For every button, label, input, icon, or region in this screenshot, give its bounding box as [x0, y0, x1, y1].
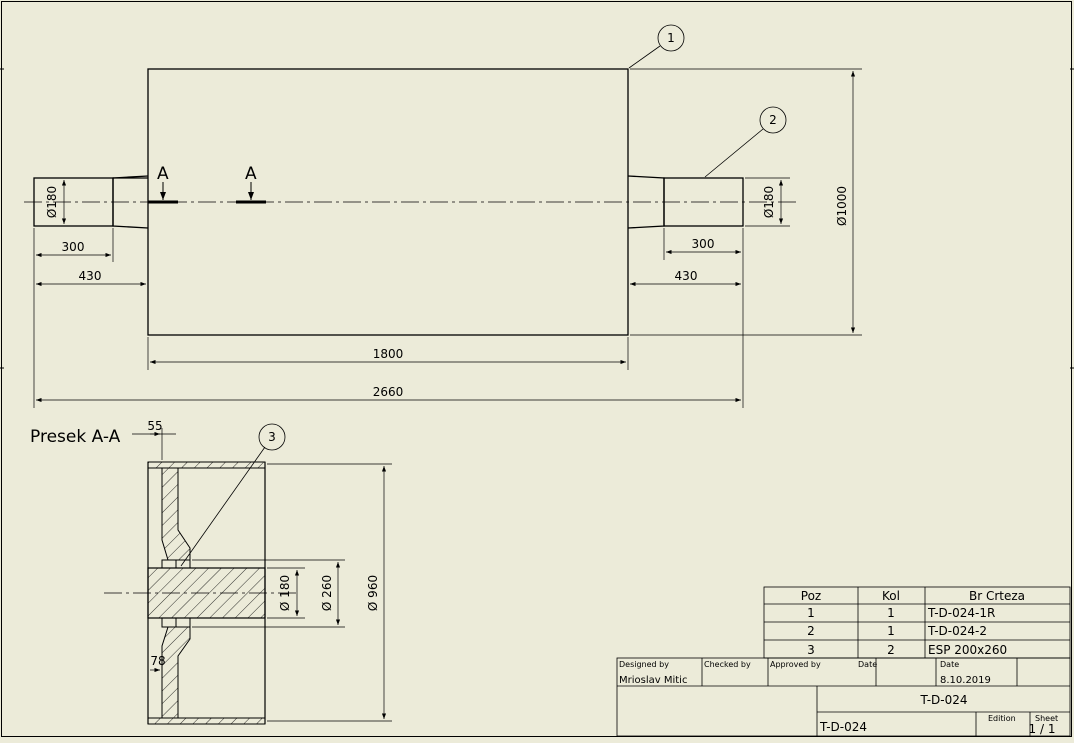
dim-right-diameter: Ø180 — [762, 186, 776, 218]
dim-right-300: 300 — [692, 237, 715, 251]
section-view — [104, 461, 300, 725]
section-mark-left: A — [157, 164, 169, 184]
date-label-1: Date — [858, 660, 877, 669]
parts-header-kol: Kol — [882, 589, 900, 603]
dim-left-300: 300 — [62, 240, 85, 254]
parts-row-2-drawing: T-D-024-2 — [927, 624, 987, 638]
edition-label: Edition — [988, 714, 1016, 723]
balloon-2: 2 — [704, 106, 787, 178]
balloon-2-label: 2 — [769, 113, 777, 127]
section-mark-right: A — [245, 164, 257, 184]
parts-row-3-kol: 2 — [887, 643, 895, 657]
date-label-2: Date — [940, 660, 959, 669]
dim-section-d960: Ø 960 — [366, 575, 380, 611]
dim-section-55: 55 — [147, 419, 162, 433]
section-title: Presek A-A — [30, 427, 121, 447]
parts-list: Poz Kol Br Crteza 1 1 T-D-024-1R 2 1 T-D… — [763, 586, 1071, 659]
designed-by-value: Mrioslav Mitic — [619, 675, 687, 686]
dim-total-length: 2660 — [373, 385, 404, 399]
dim-right-430: 430 — [675, 269, 698, 283]
parts-row-1-poz: 1 — [807, 606, 815, 620]
parts-row-2-kol: 1 — [887, 624, 895, 638]
sheet-label: Sheet — [1035, 714, 1058, 723]
parts-header-br-crteza: Br Crteza — [969, 589, 1025, 603]
sheet-value: 1 / 1 — [1029, 722, 1056, 736]
section-marks: A A — [148, 164, 266, 204]
parts-row-3-drawing: ESP 200x260 — [928, 643, 1007, 657]
approved-by-label: Approved by — [770, 660, 821, 669]
parts-row-1-kol: 1 — [887, 606, 895, 620]
balloon-1-label: 1 — [667, 31, 675, 45]
drawing-number: T-D-024 — [819, 720, 867, 734]
dim-section-d260: Ø 260 — [320, 575, 334, 611]
dim-left-430: 430 — [79, 269, 102, 283]
designed-by-label: Designed by — [619, 660, 669, 669]
drawing-title: T-D-024 — [919, 693, 967, 707]
parts-row-2-poz: 2 — [807, 624, 815, 638]
date-value: 8.10.2019 — [940, 675, 991, 686]
balloon-1: 1 — [628, 24, 685, 69]
section-dimensions — [132, 428, 392, 722]
parts-row-1-drawing: T-D-024-1R — [927, 606, 995, 620]
title-block: Designed by Mrioslav Mitic Checked by Ap… — [616, 657, 1071, 737]
parts-row-3-poz: 3 — [807, 643, 815, 657]
dim-section-d180: Ø 180 — [278, 575, 292, 611]
balloon-3-label: 3 — [268, 430, 276, 444]
dim-left-diameter: Ø180 — [45, 186, 59, 218]
dim-section-78: 78 — [150, 654, 165, 668]
parts-header-poz: Poz — [801, 589, 821, 603]
main-dimensions — [33, 68, 862, 408]
balloon-3: 3 — [180, 423, 286, 567]
dim-drum-length: 1800 — [373, 347, 404, 361]
dim-drum-diameter: Ø1000 — [835, 186, 849, 226]
checked-by-label: Checked by — [704, 660, 751, 669]
